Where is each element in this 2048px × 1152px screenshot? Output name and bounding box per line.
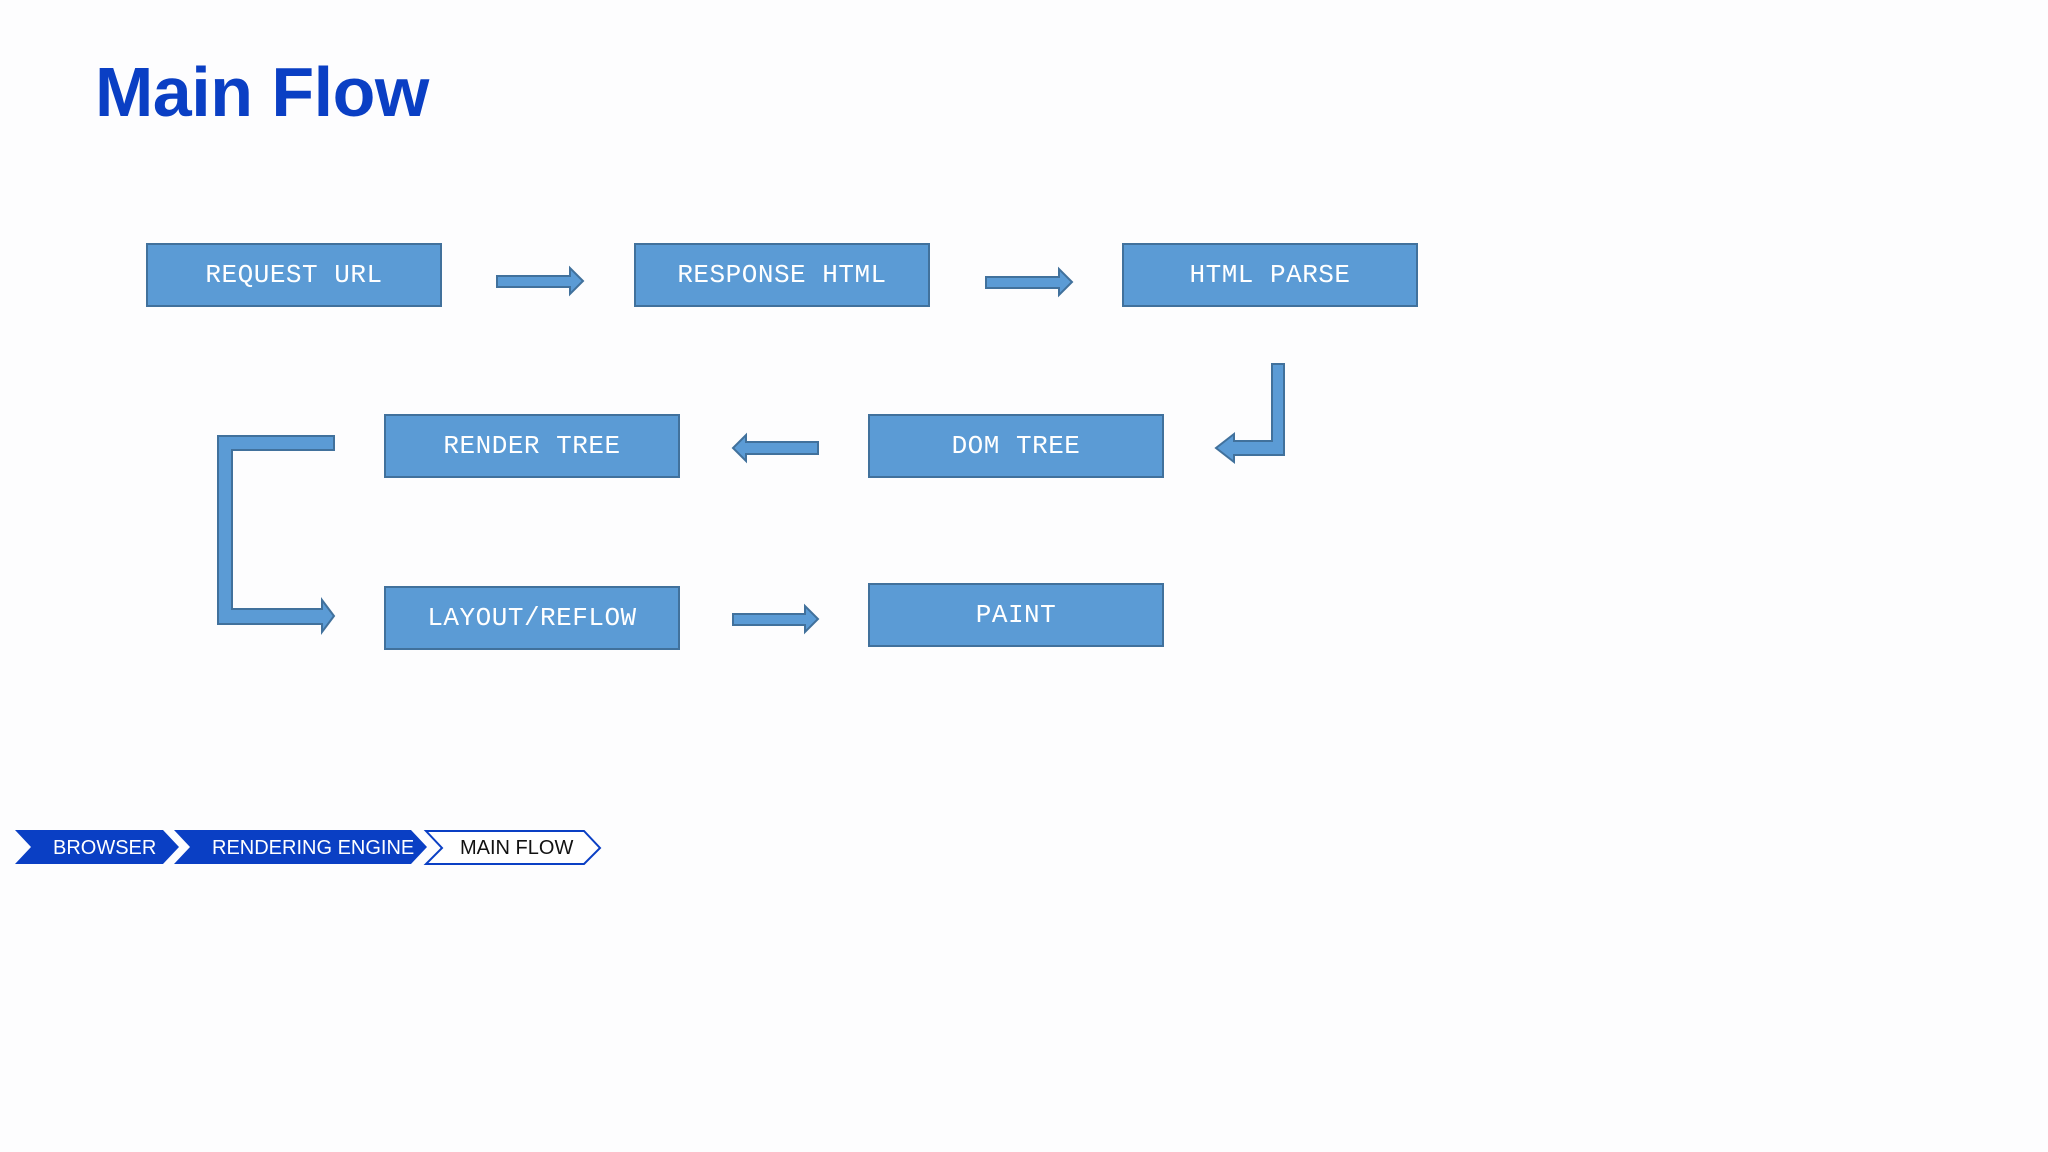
step-paint: PAINT (868, 583, 1164, 647)
breadcrumb-shapes (15, 830, 602, 865)
arrow-right-2 (985, 266, 1074, 298)
breadcrumb-shape-main-flow[interactable] (423, 830, 602, 865)
flow-arrows (217, 265, 1285, 635)
step-layout-reflow: LAYOUT/REFLOW (384, 586, 680, 650)
arrow-right-3 (732, 603, 820, 635)
breadcrumb-shape-browser[interactable] (15, 830, 179, 864)
page-title: Main Flow (95, 53, 429, 131)
arrow-bracket (217, 435, 336, 635)
arrow-right-1 (496, 265, 585, 297)
step-render-tree: RENDER TREE (384, 414, 680, 478)
arrow-left-1 (731, 432, 819, 464)
breadcrumb-item-rendering-engine[interactable]: RENDERING ENGINE (212, 837, 415, 859)
breadcrumb-item-main-flow[interactable]: MAIN FLOW (460, 837, 574, 859)
step-html-parse: HTML PARSE (1122, 243, 1418, 307)
step-dom-tree: DOM TREE (868, 414, 1164, 478)
step-response-html: RESPONSE HTML (634, 243, 930, 307)
breadcrumb-shape-rendering-engine[interactable] (174, 830, 427, 864)
step-request-url: REQUEST URL (146, 243, 442, 307)
arrow-bent-down-left (1214, 363, 1285, 465)
breadcrumb-item-browser[interactable]: BROWSER (53, 837, 157, 859)
